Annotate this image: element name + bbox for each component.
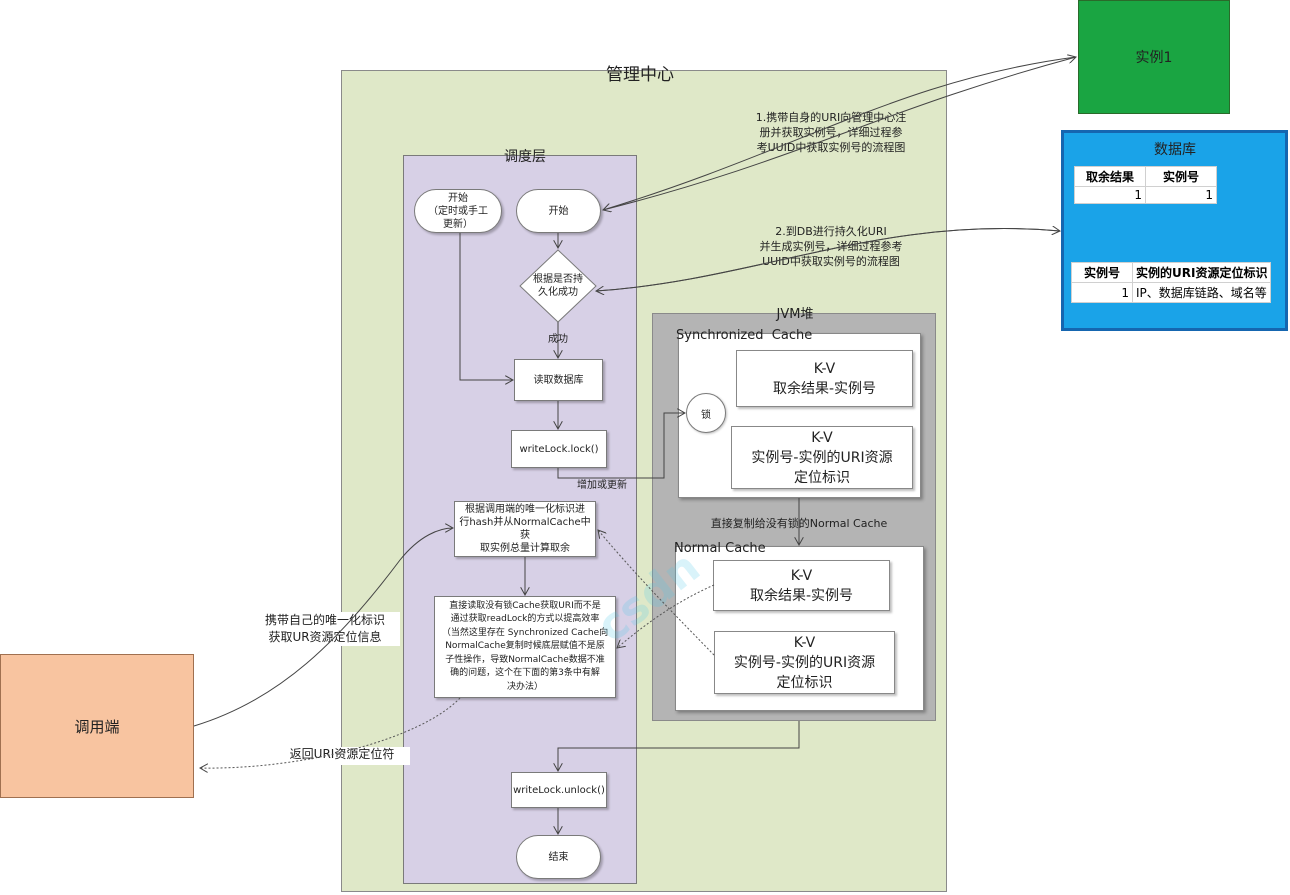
write-lock-node: writeLock.lock() bbox=[511, 430, 607, 468]
write-unlock-node: writeLock.unlock() bbox=[511, 772, 607, 808]
normal-kv-remainder-instance: K-V 取余结果-实例号 bbox=[713, 560, 890, 611]
start-node: 开始 bbox=[516, 189, 601, 233]
instance-uri-table: 实例号 实例的URI资源定位标识 1 IP、数据库链路、域名等 bbox=[1071, 262, 1272, 303]
table2-header-instance: 实例号 bbox=[1071, 262, 1133, 283]
instance-box: 实例1 bbox=[1078, 0, 1230, 114]
add-or-update-label: 增加或更新 bbox=[577, 479, 627, 491]
sync-kv-remainder-instance: K-V 取余结果-实例号 bbox=[736, 350, 913, 407]
table1-cell: 1 bbox=[1145, 186, 1217, 204]
success-label: 成功 bbox=[540, 332, 576, 346]
sync-kv-instance-uri: K-V 实例号-实例的URI资源 定位标识 bbox=[731, 426, 913, 489]
note-caller-request: 携带自己的唯一化标识 获取UR资源定位信息 bbox=[250, 612, 400, 646]
end-node: 结束 bbox=[516, 835, 601, 879]
database-title: 数据库 bbox=[1154, 142, 1196, 158]
normal-kv-instance-uri: K-V 实例号-实例的URI资源 定位标识 bbox=[714, 631, 895, 694]
table2-cell: 1 bbox=[1071, 282, 1133, 303]
start-manual-node: 开始 （定时或手工 更新） bbox=[414, 189, 502, 233]
note-register: 1.携带自身的URI向管理中心注 册并获取实例号，详细过程参 考UUID中获取实… bbox=[755, 111, 907, 154]
lock-circle: 锁 bbox=[686, 393, 726, 433]
note-persist: 2.到DB进行持久化URI 并生成实例号，详细过程参考 UUID中获取实例号的流… bbox=[759, 225, 903, 268]
table2-cell: IP、数据库链路、域名等 bbox=[1131, 282, 1272, 303]
copy-to-normal-label: 直接复制给没有锁的Normal Cache bbox=[699, 514, 899, 532]
table2-header-uri: 实例的URI资源定位标识 bbox=[1131, 262, 1272, 283]
read-database-node: 读取数据库 bbox=[514, 359, 603, 401]
hash-remainder-node: 根据调用端的唯一化标识进 行hash并从NormalCache中获 取实例总量计… bbox=[454, 501, 596, 557]
table1-header-remainder: 取余结果 bbox=[1074, 166, 1146, 187]
jvm-heap-title: JVM堆 bbox=[776, 306, 814, 322]
decision-label: 根据是否持 久化成功 bbox=[533, 274, 583, 298]
management-center-title: 管理中心 bbox=[606, 64, 674, 85]
table1-header-instance: 实例号 bbox=[1145, 166, 1217, 187]
caller-box: 调用端 bbox=[0, 654, 194, 798]
scheduler-title: 调度层 bbox=[504, 149, 546, 165]
table1-cell: 1 bbox=[1074, 186, 1146, 204]
synchronized-cache-title: Synchronized Cache bbox=[676, 328, 813, 343]
remainder-instance-table: 取余结果 实例号 1 1 bbox=[1074, 166, 1217, 204]
note-return-uri: 返回URI资源定位符 bbox=[274, 747, 410, 765]
